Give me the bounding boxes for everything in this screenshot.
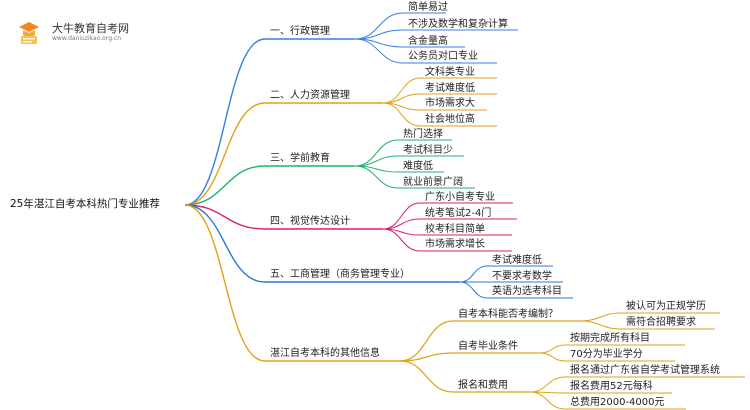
connector-line [539,344,566,354]
connector-line [184,204,266,362]
branch-label: 湛江自考本科的其他信息 [270,348,380,359]
branch-label: 一、行政管理 [270,26,330,37]
leaf-label: 不涉及数学和复杂计算 [408,19,508,30]
connector-line [184,204,266,230]
leaf-label: 考试难度低 [425,83,475,94]
connector-line [354,139,399,167]
leaf-label: 英语为选考科目 [492,286,562,297]
leaf-label: 考试科目少 [403,145,453,156]
sub-branch-label: 自考毕业条件 [458,341,518,352]
graduation-book-icon [19,22,39,44]
sub-branch-label: 自考本科能否考编制？ [458,309,558,320]
leaf-label: 市场需求增长 [425,239,485,250]
connector-line [579,320,622,330]
connector-line [459,265,488,283]
leaf-label: 简单易过 [408,2,448,13]
connector-line [579,312,622,322]
leaf-label: 市场需求大 [425,98,475,109]
branch-label: 四、视觉传达设计 [270,216,350,227]
connector-line [354,38,404,64]
connector-line [382,218,421,230]
connector-line [354,165,399,189]
logo-url: www.daniuzikao.org.cn [52,35,122,42]
leaf-label: 70分为毕业学分 [570,349,643,360]
connector-line [529,376,566,393]
branch-label: 五、工商管理（商务管理专业） [270,269,410,280]
leaf-label: 不要求考数学 [492,271,552,282]
leaf-label: 难度低 [403,161,433,172]
connector-line [382,77,421,104]
leaf-label: 被认可为正规学历 [626,301,706,312]
leaf-label: 就业前景广阔 [403,177,463,188]
connector-line [529,391,566,410]
connector-line [184,165,266,206]
connector-line [184,102,266,206]
connector-line [354,12,404,40]
root-topic: 25年湛江自考本科热门专业推荐 [10,198,160,210]
connector-line [382,202,421,230]
logo-title: 大牛教育自考网 [52,22,129,35]
leaf-label: 按期完成所有科目 [570,333,650,344]
leaf-label: 报名费用52元每科 [570,381,653,392]
leaf-label: 考试难度低 [492,255,542,266]
connector-line [399,360,454,393]
leaf-label: 报名通过广东省自学考试管理系统 [570,365,720,376]
sub-branch-label: 报名和费用 [458,380,508,391]
branch-label: 二、人力资源管理 [270,90,350,101]
connector-line [382,102,421,127]
branch-label: 三、学前教育 [270,153,330,164]
leaf-label: 文科类专业 [425,67,475,78]
leaf-label: 广东小自考专业 [425,192,495,203]
leaf-label: 统考笔试2-4门 [425,208,492,219]
leaf-label: 社会地位高 [425,114,475,125]
connector-line [382,228,421,252]
leaf-label: 校考科目简单 [425,224,485,235]
leaf-label: 公务员对口专业 [408,51,478,62]
connector-line [399,352,454,362]
connector-line [459,281,488,299]
leaf-label: 含金量高 [408,36,448,47]
leaf-label: 总费用2000-4000元 [570,397,665,408]
leaf-label: 热门选择 [403,129,443,140]
leaf-label: 需符合招聘要求 [626,317,696,328]
connector-line [539,352,566,362]
connector-line [399,320,454,362]
connector-line [184,38,266,206]
connector-line [184,204,266,283]
connector-line [354,155,399,167]
